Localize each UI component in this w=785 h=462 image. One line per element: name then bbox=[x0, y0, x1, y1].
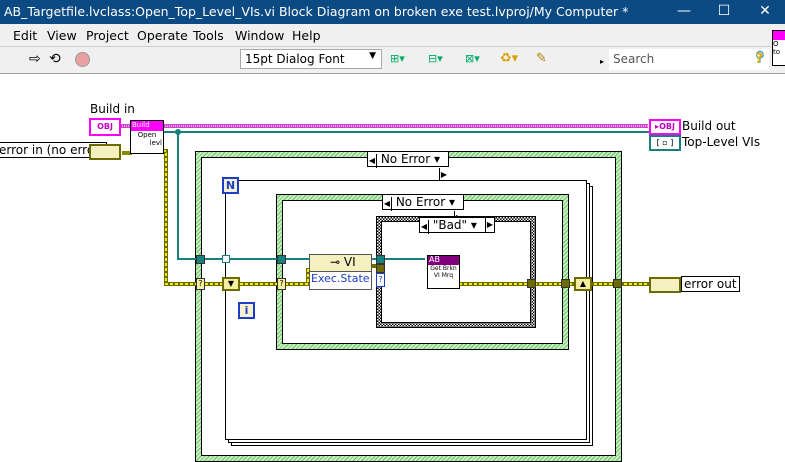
build-in-control[interactable]: OBJ bbox=[89, 118, 121, 136]
close-button[interactable]: ✕ bbox=[759, 3, 771, 19]
shift-register-left[interactable]: ▼ bbox=[222, 277, 240, 291]
error-tunnel[interactable] bbox=[561, 279, 570, 288]
menu-project[interactable]: Project bbox=[86, 28, 129, 43]
font-select[interactable]: 15pt Dialog Font ▼ bbox=[240, 49, 382, 69]
indexing-tunnel[interactable] bbox=[222, 255, 230, 263]
menu-help[interactable]: Help bbox=[292, 28, 321, 43]
toolbar: ⇨ ⟲ 15pt Dialog Font ▼ ⊞▾ ⊟▾ ⊠▾ ♻▾ ✎ ▸ S… bbox=[0, 46, 785, 74]
menu-tools[interactable]: Tools bbox=[193, 28, 224, 43]
distribute-objects-icon[interactable]: ⊟▾ bbox=[428, 52, 443, 65]
node-line2: levl bbox=[149, 139, 162, 147]
property-exec-state[interactable]: Exec.State bbox=[311, 272, 370, 285]
title-bar: AB_Targetfile.lvclass:Open_Top_Level_VIs… bbox=[0, 0, 785, 24]
top-level-vis-label: Top-Level VIs bbox=[682, 135, 761, 149]
top-level-vis-indicator[interactable]: [ ▫ ] bbox=[649, 135, 681, 151]
build-in-label: Build in bbox=[90, 102, 135, 116]
property-node[interactable]: ⊸ VI Exec.State bbox=[309, 254, 372, 290]
subvi-line1: Get Brkn bbox=[430, 265, 457, 272]
open-top-level-node[interactable]: Build Open levl bbox=[130, 120, 164, 154]
menu-bar: Edit View Project Operate Tools Window H… bbox=[0, 24, 785, 46]
exec-state-tunnel[interactable]: ? bbox=[376, 273, 385, 287]
abort-icon[interactable] bbox=[75, 52, 90, 67]
error-out-indicator[interactable] bbox=[649, 277, 681, 293]
font-select-value: 15pt Dialog Font bbox=[245, 52, 345, 66]
run-continuously-icon[interactable]: ⟲ bbox=[49, 51, 61, 67]
chevron-down-icon: ▼ bbox=[369, 51, 376, 61]
help-icon[interactable]: ? bbox=[755, 51, 764, 67]
loop-count-terminal[interactable]: N bbox=[222, 177, 239, 194]
vi-refs-wire[interactable] bbox=[163, 129, 656, 260]
error-case-tunnel[interactable]: ? bbox=[196, 278, 205, 290]
node-header: Build bbox=[131, 121, 163, 131]
loop-index-terminal[interactable]: i bbox=[238, 302, 255, 319]
error-in-label: error in (no error) bbox=[0, 142, 107, 158]
minimize-button[interactable]: — bbox=[677, 3, 691, 19]
outer-case-selector[interactable]: ◀ No Error ▾▶ bbox=[367, 151, 449, 182]
search-icon[interactable]: ⚲ bbox=[754, 49, 765, 65]
resize-objects-icon[interactable]: ⊠▾ bbox=[465, 52, 480, 65]
expand-arrow-icon[interactable]: ▸ bbox=[600, 57, 605, 66]
build-out-label: Build out bbox=[682, 119, 736, 133]
get-broken-vi-subvi[interactable]: AB Get Brkn VI Mrq bbox=[427, 255, 460, 289]
error-out-label: error out bbox=[681, 276, 740, 292]
menu-view[interactable]: View bbox=[47, 28, 77, 43]
error-tunnel[interactable] bbox=[527, 279, 536, 288]
align-objects-icon[interactable]: ⊞▾ bbox=[390, 52, 405, 65]
error-tunnel[interactable] bbox=[613, 279, 622, 288]
error-in-control[interactable] bbox=[89, 144, 121, 160]
menu-window[interactable]: Window bbox=[235, 28, 285, 43]
window-title: AB_Targetfile.lvclass:Open_Top_Level_VIs… bbox=[4, 4, 629, 19]
shift-register-right[interactable]: ▲ bbox=[574, 277, 592, 291]
bad-case-label: "Bad" bbox=[432, 218, 468, 232]
cleanup-diagram-icon[interactable]: ✎ bbox=[536, 51, 547, 66]
teal-tunnel[interactable] bbox=[376, 255, 385, 264]
reorder-icon[interactable]: ♻▾ bbox=[500, 51, 519, 66]
obj-text: OBJ bbox=[97, 122, 113, 131]
error-tunnel[interactable] bbox=[376, 264, 385, 273]
build-out-indicator[interactable]: ▸OBJ bbox=[649, 119, 681, 135]
teal-tunnel[interactable] bbox=[196, 255, 205, 264]
error-case-tunnel[interactable]: ? bbox=[277, 278, 286, 290]
menu-edit[interactable]: Edit bbox=[13, 28, 38, 43]
outer-case-label: No Error bbox=[380, 152, 431, 166]
run-arrow-icon[interactable]: ⇨ bbox=[29, 51, 41, 67]
search-input[interactable]: Search ⚲ bbox=[609, 49, 769, 70]
teal-tunnel[interactable] bbox=[277, 255, 286, 264]
menu-operate[interactable]: Operate bbox=[137, 28, 188, 43]
search-placeholder: Search bbox=[613, 52, 655, 66]
bad-case-selector[interactable]: ◀ "Bad" ▾▶ bbox=[419, 217, 495, 234]
property-node-header: ⊸ VI bbox=[310, 255, 371, 272]
node-line1: Open bbox=[137, 131, 157, 139]
maximize-button[interactable]: ☐ bbox=[717, 3, 731, 19]
inner-case-label: No Error bbox=[395, 195, 446, 209]
subvi-line2: VI Mrq bbox=[433, 272, 454, 279]
error-wire[interactable] bbox=[122, 149, 649, 286]
property-class: VI bbox=[343, 255, 356, 269]
subvi-header: AB bbox=[428, 256, 459, 265]
block-diagram: ◀ No Error ▾▶ N i ◀ No Error ▾▶ ◀ "Bad" … bbox=[0, 73, 785, 462]
